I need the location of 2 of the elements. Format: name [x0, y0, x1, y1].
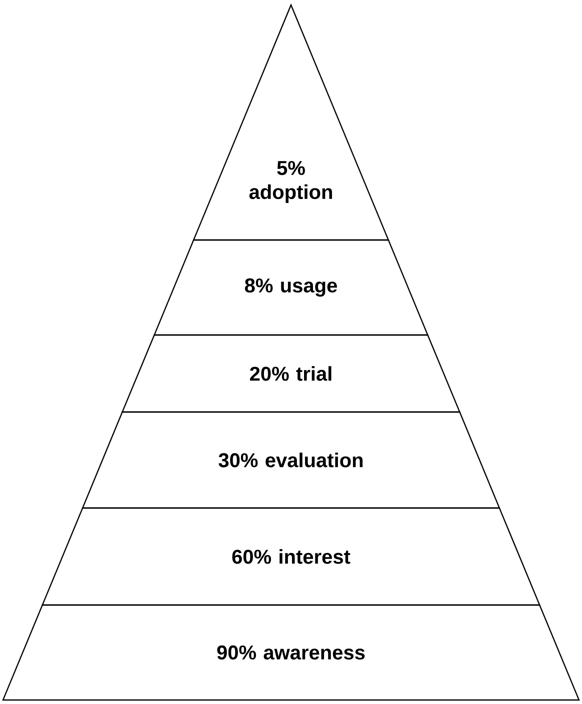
pyramid-band: 60% interest — [42, 507, 540, 606]
pyramid-band: 90% awareness — [2, 604, 580, 701]
